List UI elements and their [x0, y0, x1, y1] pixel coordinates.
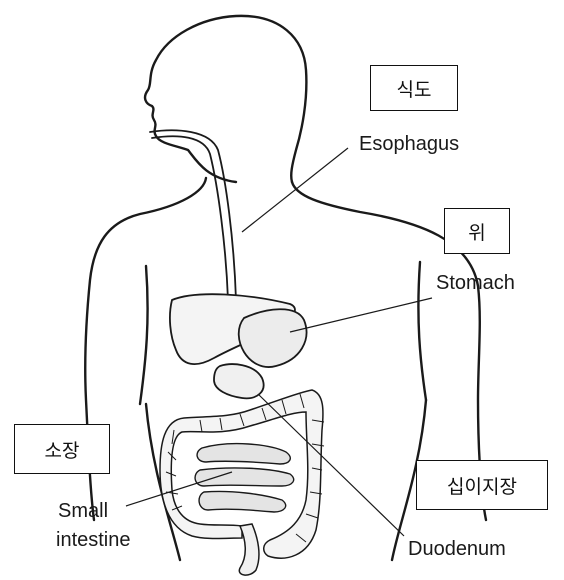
small-intestine-label-line2: intestine — [56, 528, 131, 552]
stomach-shape — [239, 309, 307, 367]
left-arm-line — [140, 266, 148, 404]
esophagus-pointer — [242, 148, 348, 232]
stomach-pointer — [290, 298, 432, 332]
right-arm-line — [418, 262, 426, 400]
stomach-korean-label: 위 — [444, 208, 510, 254]
duodenum-korean-label: 십이지장 — [416, 460, 548, 510]
small-intestine-korean-label: 소장 — [14, 424, 110, 474]
duodenum-shape — [214, 364, 264, 398]
rectum-shape — [239, 524, 259, 575]
small-intestine-coils — [195, 444, 294, 512]
duodenum-pointer — [258, 394, 404, 536]
head-outline — [145, 16, 306, 182]
esophagus-label: Esophagus — [359, 132, 459, 156]
small-intestine-label-line1: Small — [58, 499, 108, 523]
duodenum-label: Duodenum — [408, 537, 506, 561]
stomach-label: Stomach — [436, 271, 515, 295]
esophagus-korean-label: 식도 — [370, 65, 458, 111]
